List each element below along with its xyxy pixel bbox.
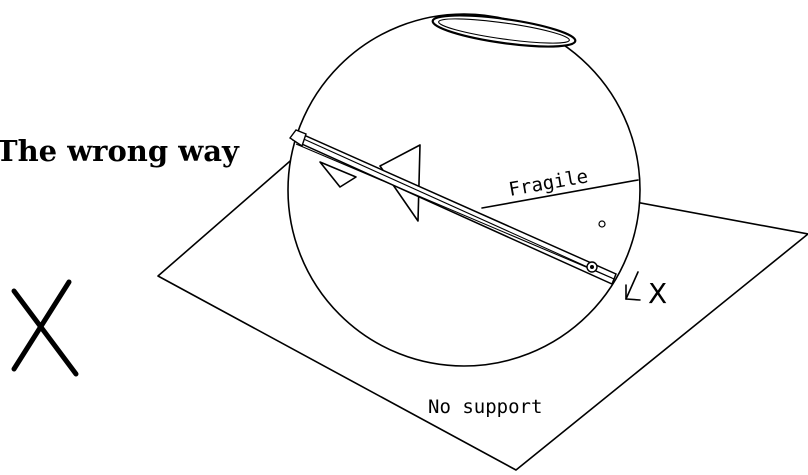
big-cross-icon (11, 279, 79, 377)
sphere-opening (431, 14, 577, 48)
no-support-label: No support (428, 396, 542, 418)
strap-band (288, 129, 617, 286)
sphere-outline (287, 13, 641, 367)
ground-plane (157, 141, 808, 471)
fragile-label-line (481, 179, 639, 209)
triangle-mark-left (319, 161, 357, 188)
arrow-down-left-icon (625, 271, 641, 301)
triangle-mark-right (379, 144, 421, 222)
sphere-dot (598, 220, 606, 228)
title-text: The wrong way (0, 134, 240, 168)
x-mark-label: X (648, 277, 667, 310)
